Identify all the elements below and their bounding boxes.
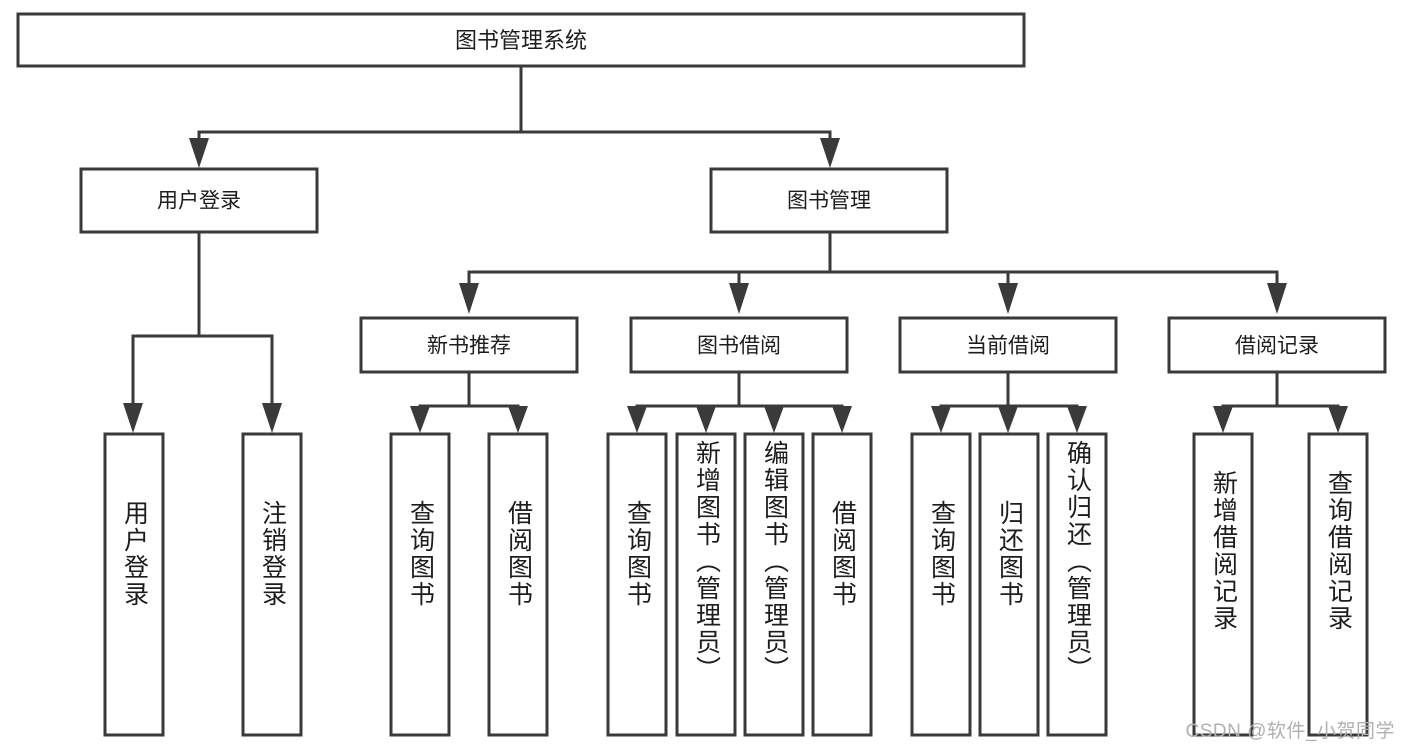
leaf-box-user-login[interactable] xyxy=(103,432,165,737)
leaf-box-br-query-record[interactable] xyxy=(1307,432,1369,737)
leaf-box-group-borrow-record xyxy=(1192,432,1369,737)
node-new-book-recommend-label: 新书推荐 xyxy=(427,335,511,358)
arrow-head-current-borrow xyxy=(998,283,1018,314)
arrow-head-new-book xyxy=(459,283,479,314)
node-book-borrow[interactable]: 图书借阅 xyxy=(629,316,849,374)
node-root-box[interactable] xyxy=(16,12,1026,68)
connector-group-book-manage xyxy=(459,230,1287,314)
node-user-login[interactable]: 用户登录 xyxy=(79,167,319,234)
arrow-head-user-login xyxy=(189,138,209,168)
node-root-label: 图书管理系统 xyxy=(455,28,587,53)
leaf-box-group-user-login xyxy=(103,432,303,737)
arrow-head-br-add xyxy=(1213,406,1233,433)
node-borrow-record[interactable]: 借阅记录 xyxy=(1167,316,1387,374)
leaf-box-logout[interactable] xyxy=(241,432,303,737)
arrow-head-borrow-record xyxy=(1267,283,1287,314)
node-book-manage-box[interactable] xyxy=(709,167,949,234)
node-user-login-box[interactable] xyxy=(79,167,319,234)
arrow-head-cb-confirm xyxy=(1067,406,1087,433)
arrow-head-leaf-logout xyxy=(262,403,282,433)
node-root[interactable]: 图书管理系统 xyxy=(16,12,1026,68)
arrow-head-newbook-borrow xyxy=(508,406,528,433)
connector-group-borrow-record xyxy=(1213,370,1348,433)
leaf-box-group-new-book xyxy=(389,432,549,737)
node-new-book-recommend[interactable]: 新书推荐 xyxy=(359,316,579,374)
leaf-box-bb-borrow-book[interactable] xyxy=(811,432,873,737)
node-book-manage-label: 图书管理 xyxy=(787,190,871,213)
arrow-head-newbook-query xyxy=(410,406,430,433)
arrow-head-book-borrow xyxy=(729,283,749,314)
node-current-borrow-box[interactable] xyxy=(898,316,1118,374)
node-current-borrow[interactable]: 当前借阅 xyxy=(898,316,1118,374)
node-borrow-record-label: 借阅记录 xyxy=(1235,335,1319,358)
node-user-login-label: 用户登录 xyxy=(157,190,241,213)
watermark-text: CSDN @软件_小贺同学 xyxy=(1185,721,1395,742)
connector-group-current-borrow xyxy=(931,370,1087,433)
leaf-box-cb-return-book[interactable] xyxy=(978,432,1040,737)
node-book-borrow-box[interactable] xyxy=(629,316,849,374)
node-book-borrow-label: 图书借阅 xyxy=(697,335,781,358)
connector-group-user-login xyxy=(123,230,282,433)
arrow-head-bb-borrow xyxy=(832,406,852,433)
arrow-head-leaf-user-login xyxy=(123,403,143,433)
connector-group-new-book xyxy=(410,370,528,433)
arrow-head-cb-query xyxy=(931,406,951,433)
arrow-head-bb-add xyxy=(696,406,716,433)
node-borrow-record-box[interactable] xyxy=(1167,316,1387,374)
node-book-manage[interactable]: 图书管理 xyxy=(709,167,949,234)
leaf-box-nb-query-book[interactable] xyxy=(389,432,451,737)
leaf-box-bb-edit-book[interactable] xyxy=(743,432,805,737)
node-current-borrow-label: 当前借阅 xyxy=(966,335,1050,358)
leaf-box-cb-query-book[interactable] xyxy=(910,432,972,737)
node-new-book-recommend-box[interactable] xyxy=(359,316,579,374)
leaf-box-group-book-borrow xyxy=(606,432,873,737)
arrow-head-bb-edit xyxy=(764,406,784,433)
arrow-head-bb-query xyxy=(627,406,647,433)
leaf-box-cb-confirm-return[interactable] xyxy=(1046,432,1108,737)
arrow-head-br-query xyxy=(1328,406,1348,433)
connector-group-root xyxy=(189,64,840,168)
leaf-box-group-current-borrow xyxy=(910,432,1108,737)
leaf-box-br-add-record[interactable] xyxy=(1192,432,1254,737)
leaf-box-bb-add-book[interactable] xyxy=(675,432,737,737)
arrow-head-cb-return xyxy=(998,406,1018,433)
leaf-box-nb-borrow-book[interactable] xyxy=(487,432,549,737)
connector-group-book-borrow xyxy=(627,370,852,433)
leaf-box-bb-query-book[interactable] xyxy=(606,432,668,737)
arrow-head-book-manage xyxy=(820,138,840,168)
